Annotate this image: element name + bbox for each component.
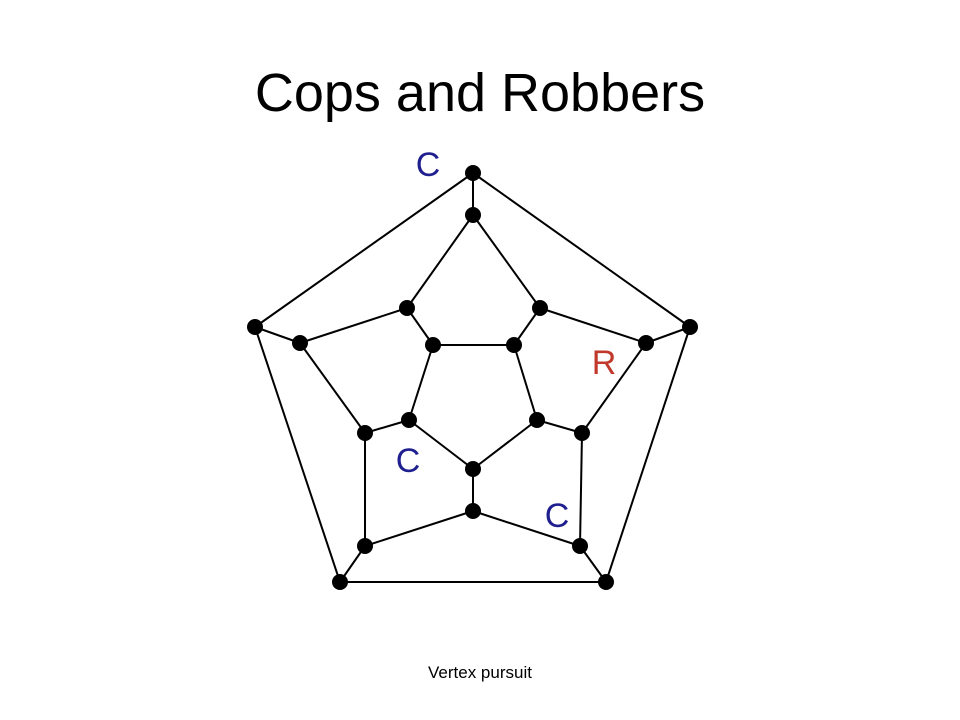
graph-vertex-i5 bbox=[425, 337, 441, 353]
graph-edge-a3-a4 bbox=[581, 342, 647, 434]
slide-footer: Vertex pursuit bbox=[428, 663, 532, 682]
graph-vertex-a6 bbox=[465, 503, 481, 519]
graph-edge-a6-a7 bbox=[364, 510, 474, 547]
game-tokens: C R C C bbox=[396, 146, 617, 535]
graph-vertex-i1 bbox=[506, 337, 522, 353]
graph-edge-a5-a6 bbox=[472, 510, 581, 547]
graph-edge-a4-a5 bbox=[579, 432, 583, 547]
graph-vertex-a9 bbox=[292, 335, 308, 351]
graph-edge-i2-i3 bbox=[472, 419, 538, 470]
graph-vertex-a2 bbox=[532, 300, 548, 316]
graph-edge-o4-o5 bbox=[254, 326, 341, 583]
graph-edge-i4-i5 bbox=[408, 344, 434, 421]
graph-vertex-a7 bbox=[357, 538, 373, 554]
graph-edge-o5-o1 bbox=[254, 172, 474, 328]
graph-vertex-o4 bbox=[332, 574, 348, 590]
graph-edge-i1-i2 bbox=[513, 344, 538, 421]
graph-edge-i3-i4 bbox=[408, 419, 474, 470]
graph-vertex-o1 bbox=[465, 165, 481, 181]
graph-vertex-a1 bbox=[465, 207, 481, 223]
cop-token-top: C bbox=[416, 146, 441, 184]
graph-vertex-o5 bbox=[247, 319, 263, 335]
graph-edge-o2-o3 bbox=[605, 326, 691, 583]
graph-vertex-a8 bbox=[357, 425, 373, 441]
slide-title: Cops and Robbers bbox=[254, 63, 706, 123]
graph-vertex-a5 bbox=[572, 538, 588, 554]
graph-edge-a9-a10 bbox=[299, 307, 408, 344]
graph-edge-o1-o2 bbox=[472, 172, 691, 328]
cop-token-left: C bbox=[396, 442, 421, 480]
graph-edge-a2-a3 bbox=[539, 307, 647, 344]
graph-vertex-a4 bbox=[574, 425, 590, 441]
graph-vertex-a3 bbox=[638, 335, 654, 351]
graph-vertex-a10 bbox=[399, 300, 415, 316]
graph-vertex-o2 bbox=[682, 319, 698, 335]
graph-vertex-i2 bbox=[529, 412, 545, 428]
graph-vertex-i3 bbox=[465, 461, 481, 477]
cop-token-bottom: C bbox=[545, 497, 570, 535]
graph-edge-a1-a2 bbox=[472, 214, 541, 309]
robber-token: R bbox=[592, 344, 617, 382]
graph-vertex-i4 bbox=[401, 412, 417, 428]
graph-edge-a10-a1 bbox=[406, 214, 474, 309]
graph-edge-a8-a9 bbox=[299, 342, 366, 434]
graph-vertex-o3 bbox=[598, 574, 614, 590]
graph-vertices bbox=[247, 165, 698, 590]
graph-edges bbox=[254, 172, 691, 583]
